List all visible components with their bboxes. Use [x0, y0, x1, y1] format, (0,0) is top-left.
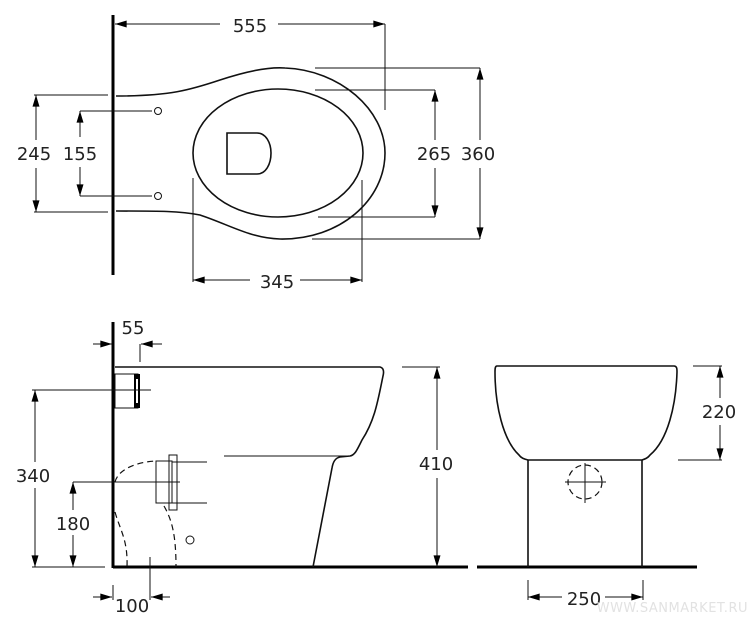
- dim-fixing-inner: 155: [63, 144, 97, 165]
- dim-fixing-outer: 245: [17, 144, 51, 165]
- fixing-hole: [154, 192, 162, 200]
- dim-inlet-height: 340: [16, 466, 50, 487]
- fixing-hole: [154, 107, 162, 115]
- side-view: 410 340 180 55 100: [16, 318, 468, 617]
- dim-bowl-inner: 265: [417, 144, 451, 165]
- top-view: 555 245 155 265 360 345: [17, 15, 495, 293]
- front-view: 220 250: [477, 365, 736, 610]
- dim-bowl-length: 345: [260, 272, 294, 293]
- watermark: WWW.SANMARKET.RU: [597, 601, 748, 616]
- dim-height: 410: [419, 454, 453, 475]
- dim-base-width: 250: [567, 589, 601, 610]
- drain-opening: [226, 132, 272, 175]
- dim-outlet-offset: 100: [115, 596, 149, 617]
- dim-inlet-offset: 55: [122, 318, 145, 339]
- dim-outlet-height: 180: [56, 514, 90, 535]
- toilet-outline-top: [115, 67, 386, 240]
- dim-length: 555: [233, 16, 267, 37]
- bowl-rim: [192, 88, 364, 218]
- pedestal: [527, 460, 643, 567]
- toilet-outline-side: [115, 366, 385, 568]
- bowl-outline-front: [494, 365, 678, 461]
- dim-width: 360: [461, 144, 495, 165]
- dim-bowl-height: 220: [702, 402, 736, 423]
